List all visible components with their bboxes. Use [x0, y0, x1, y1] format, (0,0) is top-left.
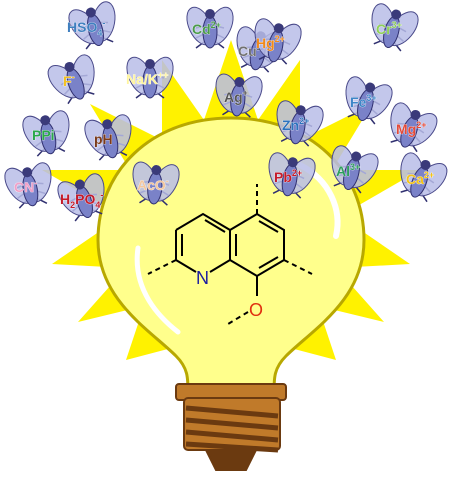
benzene-double-bond: [258, 220, 279, 233]
fly-icon: [215, 73, 263, 118]
fly-icon: [126, 56, 174, 99]
fly-head: [145, 59, 155, 69]
fly-icon: [22, 110, 70, 157]
fly-head: [295, 105, 306, 116]
fly-head: [74, 179, 85, 190]
nitrogen-atom: N: [196, 268, 209, 288]
fly-icon: [400, 152, 448, 203]
fly-icon: [268, 152, 316, 199]
fly-icon: [4, 162, 52, 209]
fly-head: [273, 23, 284, 34]
fly-head: [420, 159, 431, 170]
analyte-label: Cd2+: [192, 20, 221, 37]
fly-head: [40, 115, 51, 126]
analyte-label: Pb2+: [274, 168, 302, 185]
fly-head: [205, 9, 215, 19]
fly-head: [287, 157, 298, 168]
analyte-label: Ca2+: [406, 170, 434, 187]
fly-icon: [84, 114, 132, 161]
light-bulb-base: [175, 383, 287, 471]
fly-head: [234, 77, 245, 88]
fly-icon: [254, 18, 302, 65]
pyridine-ring-bond: [175, 212, 231, 260]
analyte-label: Fe3+: [350, 93, 377, 110]
analyte-label: Mg2+: [396, 120, 426, 137]
fly-head: [410, 109, 421, 120]
oxygen-atom: O: [249, 300, 263, 320]
analyte-flies: HSO4-Cd2+Cu2+Hg2+Cr3+F-Na/K++Ag+Fe3+Zn2+…: [4, 1, 448, 222]
analyte-label: F-: [63, 72, 75, 89]
fly-icon: [345, 76, 393, 125]
analyte-label: HSO4-: [67, 18, 105, 38]
fly-head: [365, 82, 376, 93]
fly-head: [64, 61, 75, 72]
analyte-label: Hg2+: [256, 34, 285, 51]
analyte-label: AcO-: [137, 176, 169, 193]
fly-head: [102, 119, 113, 130]
8-hydroxyquinoline-structure: [147, 184, 313, 325]
fly-head: [391, 9, 402, 20]
pyridine-ring-bond: [209, 259, 231, 273]
fly-icon: [276, 100, 324, 147]
fly-icon: [132, 161, 180, 206]
analyte-label: Ag+: [224, 88, 248, 105]
analyte-label: PPi: [32, 127, 55, 143]
fly-icon: [390, 102, 438, 153]
analyte-label: CN-: [14, 178, 37, 195]
fly-icon: [186, 6, 234, 49]
light-bulb-highlight: [134, 245, 181, 335]
benzene-double-bond: [258, 256, 279, 269]
o-methyl-bond: [227, 311, 249, 325]
pyridine-double-bond: [204, 219, 226, 233]
fly-icon: [68, 1, 116, 50]
analyte-label: pH: [94, 131, 113, 147]
analyte-label: Al3+: [336, 162, 360, 179]
fly-icon: [331, 145, 379, 194]
fly-head: [151, 165, 162, 176]
fly-icon: [57, 173, 105, 222]
fly-icon: [371, 3, 419, 52]
analyte-label: H2PO4-: [60, 190, 103, 210]
fly-icon: [47, 54, 95, 105]
benzene-ring-bond: [229, 212, 285, 278]
fly-head: [85, 7, 96, 18]
analyte-label: Cr3+: [376, 20, 402, 37]
fly-head: [22, 167, 33, 178]
analyte-label: Na/K++: [126, 70, 168, 87]
fly-head: [351, 151, 362, 162]
analyte-label: Zn2+: [282, 116, 309, 133]
